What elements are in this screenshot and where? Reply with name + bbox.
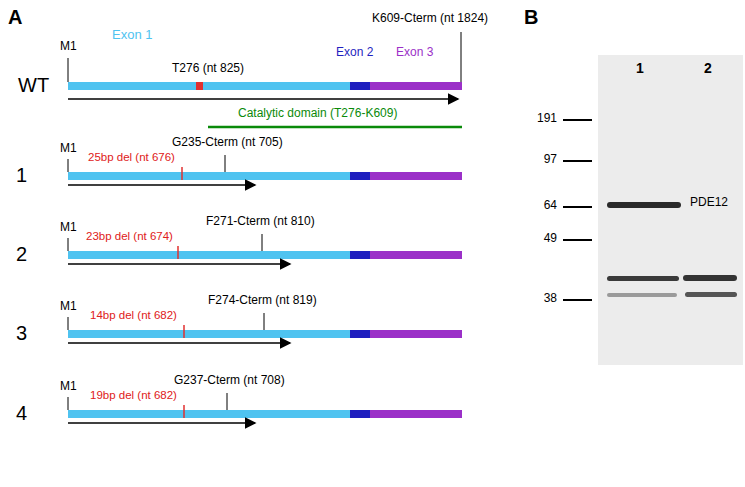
annotation: PDE12 bbox=[690, 196, 728, 210]
annotation: Exon 1 bbox=[112, 28, 152, 43]
exon3-bar bbox=[370, 172, 462, 180]
annotation: T276 (nt 825) bbox=[172, 62, 244, 76]
marker-size: 64 bbox=[544, 199, 557, 213]
row-label: 4 bbox=[16, 402, 27, 425]
exon3-bar bbox=[370, 251, 462, 259]
exon2-bar bbox=[350, 410, 370, 418]
start-tick bbox=[68, 238, 69, 251]
marker-size: 49 bbox=[544, 232, 557, 246]
marker-size: 97 bbox=[544, 153, 557, 167]
annotation: F271-Cterm (nt 810) bbox=[206, 215, 315, 229]
stop-tick bbox=[264, 313, 265, 330]
deletion-tick bbox=[177, 246, 179, 259]
orf-arrow bbox=[68, 342, 290, 344]
start-tick bbox=[68, 397, 69, 410]
annotation: G237-Cterm (nt 708) bbox=[174, 374, 285, 388]
annotation: Exon 2 bbox=[336, 46, 373, 60]
annotation: M1 bbox=[60, 300, 77, 314]
lane-number: 1 bbox=[636, 60, 644, 76]
annotation: M1 bbox=[60, 142, 77, 156]
annotation: 23bp del (nt 674) bbox=[86, 230, 173, 243]
exon2-bar bbox=[350, 330, 370, 338]
deletion-tick bbox=[181, 167, 183, 180]
exon1-bar bbox=[68, 172, 350, 180]
stop-tick bbox=[262, 234, 263, 251]
exon2-bar bbox=[350, 172, 370, 180]
annotation: G235-Cterm (nt 705) bbox=[172, 136, 283, 150]
exon2-bar bbox=[350, 251, 370, 259]
annotation: M1 bbox=[60, 40, 77, 54]
orf-arrow bbox=[68, 263, 290, 265]
annotation: M1 bbox=[60, 221, 77, 235]
annotation: 14bp del (nt 682) bbox=[90, 309, 177, 322]
annotation: M1 bbox=[60, 380, 77, 394]
exon1-bar bbox=[68, 330, 350, 338]
row-label: WT bbox=[18, 74, 49, 97]
panel-letter: B bbox=[524, 6, 538, 29]
marker-size: 38 bbox=[544, 292, 557, 306]
annotation: Exon 3 bbox=[396, 46, 433, 60]
exon1-bar bbox=[68, 410, 350, 418]
orf-arrow bbox=[68, 422, 255, 424]
exon3-bar bbox=[370, 330, 462, 338]
deletion-tick bbox=[183, 405, 185, 418]
stop-tick bbox=[227, 393, 228, 410]
annotation: Catalytic domain (T276-K609) bbox=[238, 107, 397, 121]
annotation: 25bp del (nt 676) bbox=[88, 151, 175, 164]
marker-size: 191 bbox=[537, 112, 557, 126]
lane-number: 2 bbox=[704, 60, 712, 76]
row-label: 1 bbox=[16, 164, 27, 187]
exon3-bar bbox=[370, 410, 462, 418]
row-label: 2 bbox=[16, 243, 27, 266]
row-label: 3 bbox=[16, 322, 27, 345]
exon1-bar bbox=[68, 251, 350, 259]
deletion-tick bbox=[183, 325, 185, 338]
annotation: 19bp del (nt 682) bbox=[90, 389, 177, 402]
annotation: K609-Cterm (nt 1824) bbox=[372, 12, 488, 26]
start-tick bbox=[68, 317, 69, 330]
annotation: F274-Cterm (nt 819) bbox=[208, 294, 317, 308]
panel-letter: A bbox=[8, 6, 22, 29]
stop-tick bbox=[225, 155, 226, 172]
orf-arrow bbox=[68, 184, 255, 186]
start-tick bbox=[68, 159, 69, 172]
